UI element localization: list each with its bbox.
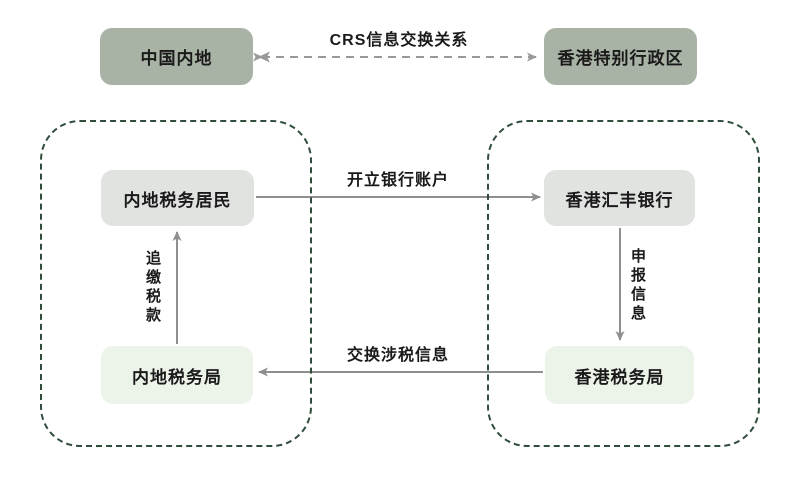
crs-arrowhead-left [258,51,270,63]
node-mainland-tax-bureau: 内地税务局 [101,346,253,404]
crs-arrow-label: CRS信息交换关系 [329,32,469,49]
node-mainland-china: 中国内地 [100,28,253,85]
node-hongkong-tax-bureau-label: 香港税务局 [574,367,665,387]
node-hongkong-sar-label: 香港特别行政区 [557,49,684,68]
node-mainland-tax-bureau-label: 内地税务局 [132,367,222,387]
node-mainland-china-label: 中国内地 [140,49,213,68]
node-mainland-tax-resident-label: 内地税务居民 [123,190,232,210]
hongkong-group-container [487,120,760,447]
node-hsbc-hongkong-label: 香港汇丰银行 [565,190,674,210]
exchange-info-label: 交换涉税信息 [346,347,450,364]
node-hongkong-sar: 香港特别行政区 [544,28,697,85]
node-mainland-tax-resident: 内地税务居民 [101,170,254,226]
report-info-label: 申报信息 [629,248,646,324]
recover-tax-label: 追缴税款 [144,250,161,326]
mainland-group-container [40,120,312,447]
open-account-label: 开立银行账户 [346,172,450,189]
node-hsbc-hongkong: 香港汇丰银行 [544,170,695,226]
node-hongkong-tax-bureau: 香港税务局 [545,346,694,404]
